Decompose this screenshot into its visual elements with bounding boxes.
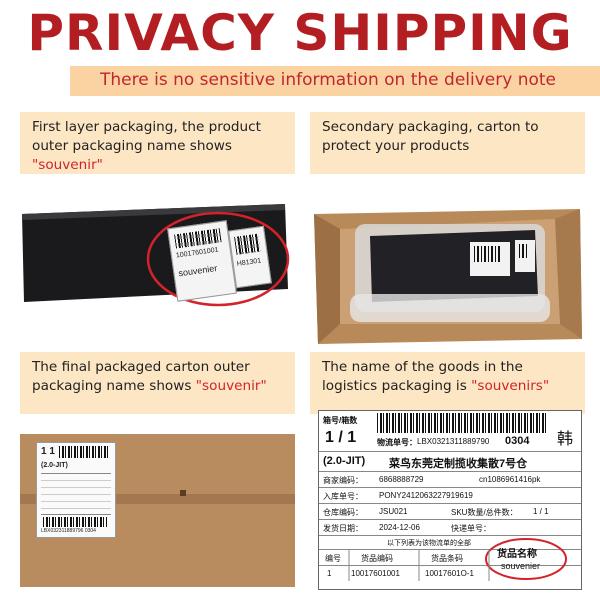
caption-main: First layer packaging, the product outer…	[32, 119, 261, 154]
page-subtitle: There is no sensitive information on the…	[100, 70, 557, 90]
col-goods-code: 货品编码	[361, 554, 393, 563]
caption-box: Secondary packaging, carton to protect y…	[310, 112, 585, 174]
panel-secondary-packaging: Secondary packaging, carton to protect y…	[310, 112, 585, 347]
waybill: 箱号/箱数 1 / 1 物流单号： LBX0321311889790 0304 …	[318, 410, 582, 590]
col-no: 编号	[325, 554, 341, 563]
table-note: 以下列表为该物流单的全部	[387, 540, 471, 547]
row-goods-name: souvenier	[501, 561, 541, 571]
merchant-extra: cn1086961416pk	[479, 475, 541, 484]
inbound-label: 入库单号：	[323, 492, 363, 501]
logistics-suffix: 0304	[505, 435, 530, 447]
col-goods-name: 货品名称	[497, 549, 537, 560]
ship-date-value: 2024-12-06	[379, 523, 420, 532]
subtitle-banner	[70, 66, 600, 96]
sku-value: 1 / 1	[533, 507, 549, 516]
label-bottom-code: LBX032311889796 0304	[41, 528, 96, 534]
col-sku: 货品条码	[431, 554, 463, 563]
caption-text: The name of the goods in the logistics p…	[322, 358, 579, 396]
caption-main: The name of the goods in the logistics p…	[322, 359, 523, 394]
label-top: 1 1	[41, 446, 55, 457]
express-label: 快递单号：	[451, 524, 491, 533]
row-sku: 10017601O-1	[425, 569, 474, 578]
caption-text: Secondary packaging, carton to protect y…	[322, 118, 579, 156]
caption-main: Secondary packaging, carton to protect y…	[322, 119, 539, 154]
highlight-circle	[146, 211, 290, 307]
shipping-label: 1 1 (2.0-JIT) LBX032311889796 0304	[36, 442, 116, 538]
route-code: (2.0-JIT)	[323, 455, 366, 467]
warehouse-value: JSU021	[379, 507, 408, 516]
row-no: 1	[327, 569, 332, 578]
caption-highlight: "souvenir"	[32, 157, 103, 173]
label-code-2: H81301	[236, 257, 262, 268]
page-title: PRIVACY SHIPPING	[27, 4, 573, 62]
caption-box: The name of the goods in the logistics p…	[310, 352, 585, 414]
waybill-barcode	[377, 413, 547, 433]
carton-photo	[310, 184, 585, 347]
caption-text: First layer packaging, the product outer…	[32, 118, 289, 175]
product-label: 10017601001 souvenier	[167, 220, 237, 302]
box-label: 箱号/箱数	[323, 416, 358, 425]
row-goods-code: 10017601001	[351, 569, 400, 578]
inbound-value: PONY2412063227919619	[379, 491, 473, 500]
ship-date-label: 发货日期：	[323, 524, 363, 533]
panel-logistics-label: The name of the goods in the logistics p…	[310, 352, 585, 590]
box-value: 1 / 1	[325, 429, 357, 446]
label-route: (2.0-JIT)	[41, 462, 68, 469]
caption-text: The final packaged carton outer packagin…	[32, 358, 289, 396]
sku-label: SKU数量/总件数：	[451, 508, 518, 517]
merchant-label: 商家编码：	[323, 476, 363, 485]
logistics-label: 物流单号：	[377, 438, 417, 447]
sealed-carton-photo: 1 1 (2.0-JIT) LBX032311889796 0304	[20, 424, 295, 587]
merchant-value: 6868888729	[379, 475, 424, 484]
warehouse-label: 仓库编码：	[323, 508, 363, 517]
black-box-photo: 10017601001 souvenier H81301	[20, 184, 295, 347]
route-name: 菜鸟东莞定制揽收集散7号仓	[389, 458, 528, 470]
label-name: souvenier	[177, 263, 218, 279]
logistics-value: LBX0321311889790	[417, 437, 490, 446]
caption-box: First layer packaging, the product outer…	[20, 112, 295, 174]
open-carton-illustration	[310, 184, 585, 347]
caption-highlight: "souvenirs"	[471, 378, 550, 394]
caption-highlight: "souvenir"	[195, 378, 267, 394]
caption-box: The final packaged carton outer packagin…	[20, 352, 295, 414]
panel-final-carton: The final packaged carton outer packagin…	[20, 352, 295, 587]
label-code: 10017601001	[175, 246, 219, 260]
caption-main: The final packaged carton outer packagin…	[32, 359, 250, 394]
panel-first-layer-packaging: First layer packaging, the product outer…	[20, 112, 295, 347]
region-char: 韩	[557, 431, 574, 448]
